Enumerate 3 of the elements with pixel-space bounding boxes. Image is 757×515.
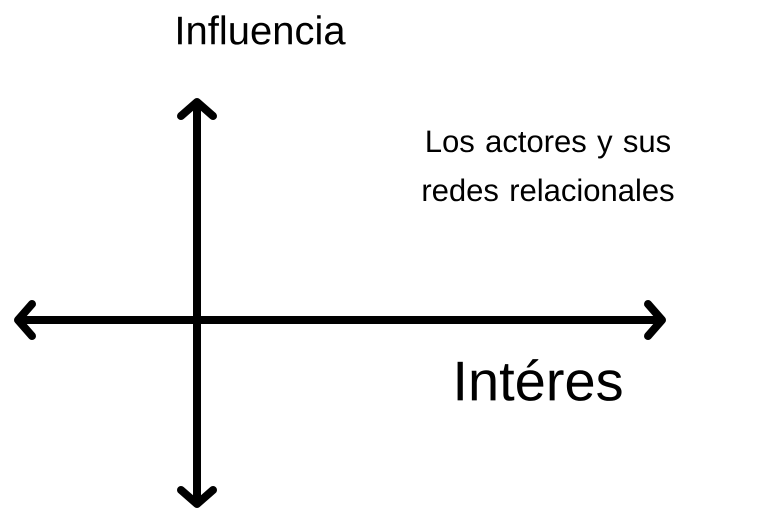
axis-label: Intéres [458, 359, 622, 401]
chart-note: Los actores y sus redes relacionales [423, 130, 674, 202]
axis-label: Influencia [178, 15, 346, 45]
